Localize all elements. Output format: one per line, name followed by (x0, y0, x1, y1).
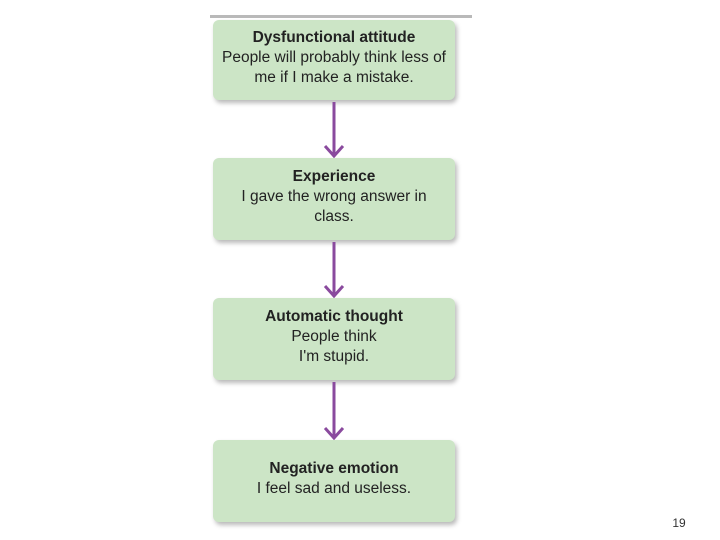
top-divider (210, 15, 472, 18)
page-number: 19 (672, 516, 686, 530)
down-arrow-3 (323, 382, 345, 441)
step-box-dysfunctional-attitude: Dysfunctional attitude People will proba… (213, 20, 455, 100)
step-body: People will probably think less of me if… (221, 49, 446, 86)
step-box-experience: Experience I gave the wrong answer in cl… (213, 158, 455, 240)
step-box-negative-emotion: Negative emotion I feel sad and useless. (213, 440, 455, 522)
down-arrow-1 (323, 102, 345, 159)
step-title: Experience (292, 168, 376, 185)
step-title: Negative emotion (269, 460, 399, 477)
down-arrow-2 (323, 242, 345, 299)
step-title: Dysfunctional attitude (252, 29, 416, 46)
step-title: Automatic thought (265, 308, 403, 325)
step-box-automatic-thought: Automatic thought People think I'm stupi… (213, 298, 455, 380)
step-body: I gave the wrong answer in class. (241, 188, 427, 225)
step-body: I feel sad and useless. (256, 480, 412, 497)
step-body: People think I'm stupid. (291, 328, 377, 365)
